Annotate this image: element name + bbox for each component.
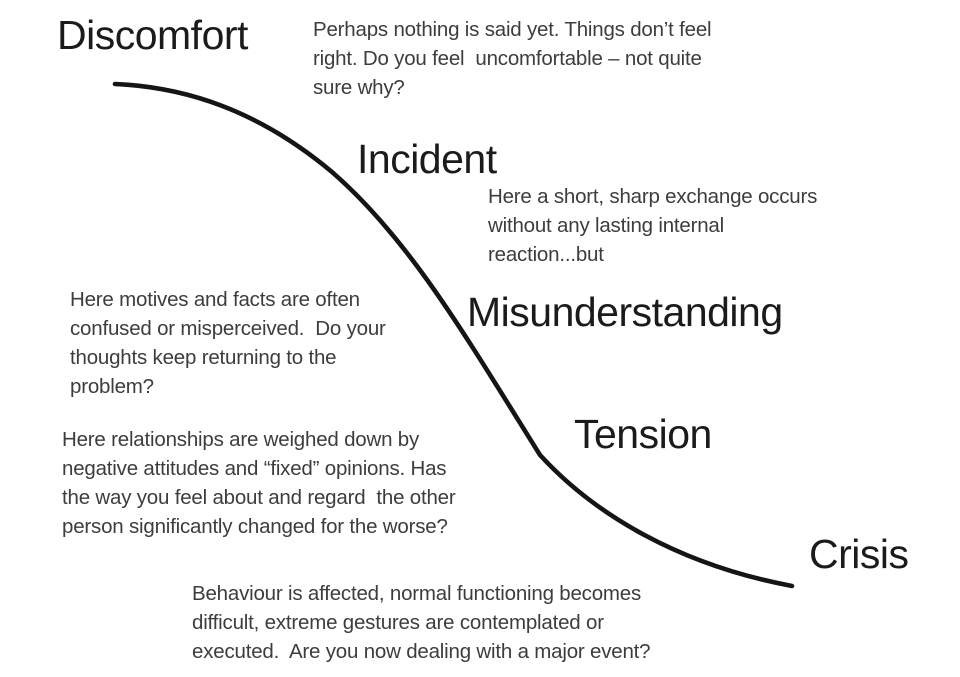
stage-label-incident: Incident bbox=[357, 136, 497, 182]
stage-note-crisis: Behaviour is affected, normal functionin… bbox=[192, 582, 651, 663]
stage-label-tension: Tension bbox=[574, 411, 712, 457]
stage-note-misunderstanding: Here motives and facts are often confuse… bbox=[70, 288, 386, 398]
stage-note-incident: Here a short, sharp exchange occurs with… bbox=[488, 185, 818, 266]
stage-label-misunderstanding: Misunderstanding bbox=[467, 289, 783, 335]
stage-label-crisis: Crisis bbox=[809, 531, 909, 577]
stage-note-discomfort: Perhaps nothing is said yet. Things don’… bbox=[313, 18, 712, 99]
stage-note-tension: Here relationships are weighed down by n… bbox=[62, 428, 456, 538]
stage-label-discomfort: Discomfort bbox=[57, 12, 248, 58]
escalation-curve-path bbox=[112, 81, 795, 589]
